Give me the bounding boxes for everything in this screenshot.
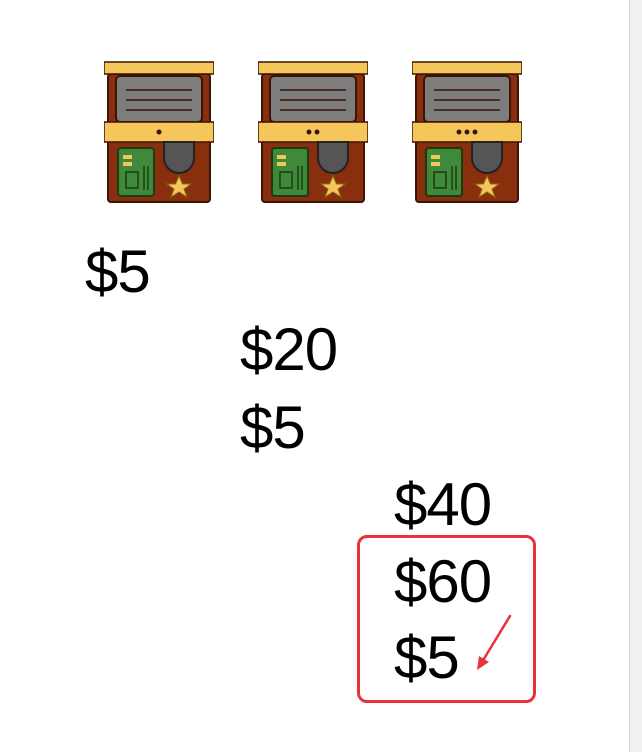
vending-machine-3[interactable]	[412, 60, 522, 204]
price-col1-1: $5	[85, 238, 151, 305]
price-col3-2: $60	[394, 548, 492, 615]
vending-machine-icon	[258, 61, 368, 203]
highlight-box	[357, 535, 536, 703]
window-edge	[629, 0, 642, 752]
vending-machine-2[interactable]	[258, 60, 368, 204]
vending-machine-icon	[412, 61, 522, 203]
vending-machine-icon	[104, 61, 214, 203]
vending-machine-1[interactable]	[104, 60, 214, 204]
price-col2-1: $20	[240, 316, 338, 383]
red-arrow-icon	[477, 614, 512, 670]
price-col3-3: $5	[394, 624, 460, 691]
price-col3-1: $40	[394, 471, 492, 538]
price-col2-2: $5	[240, 394, 306, 461]
